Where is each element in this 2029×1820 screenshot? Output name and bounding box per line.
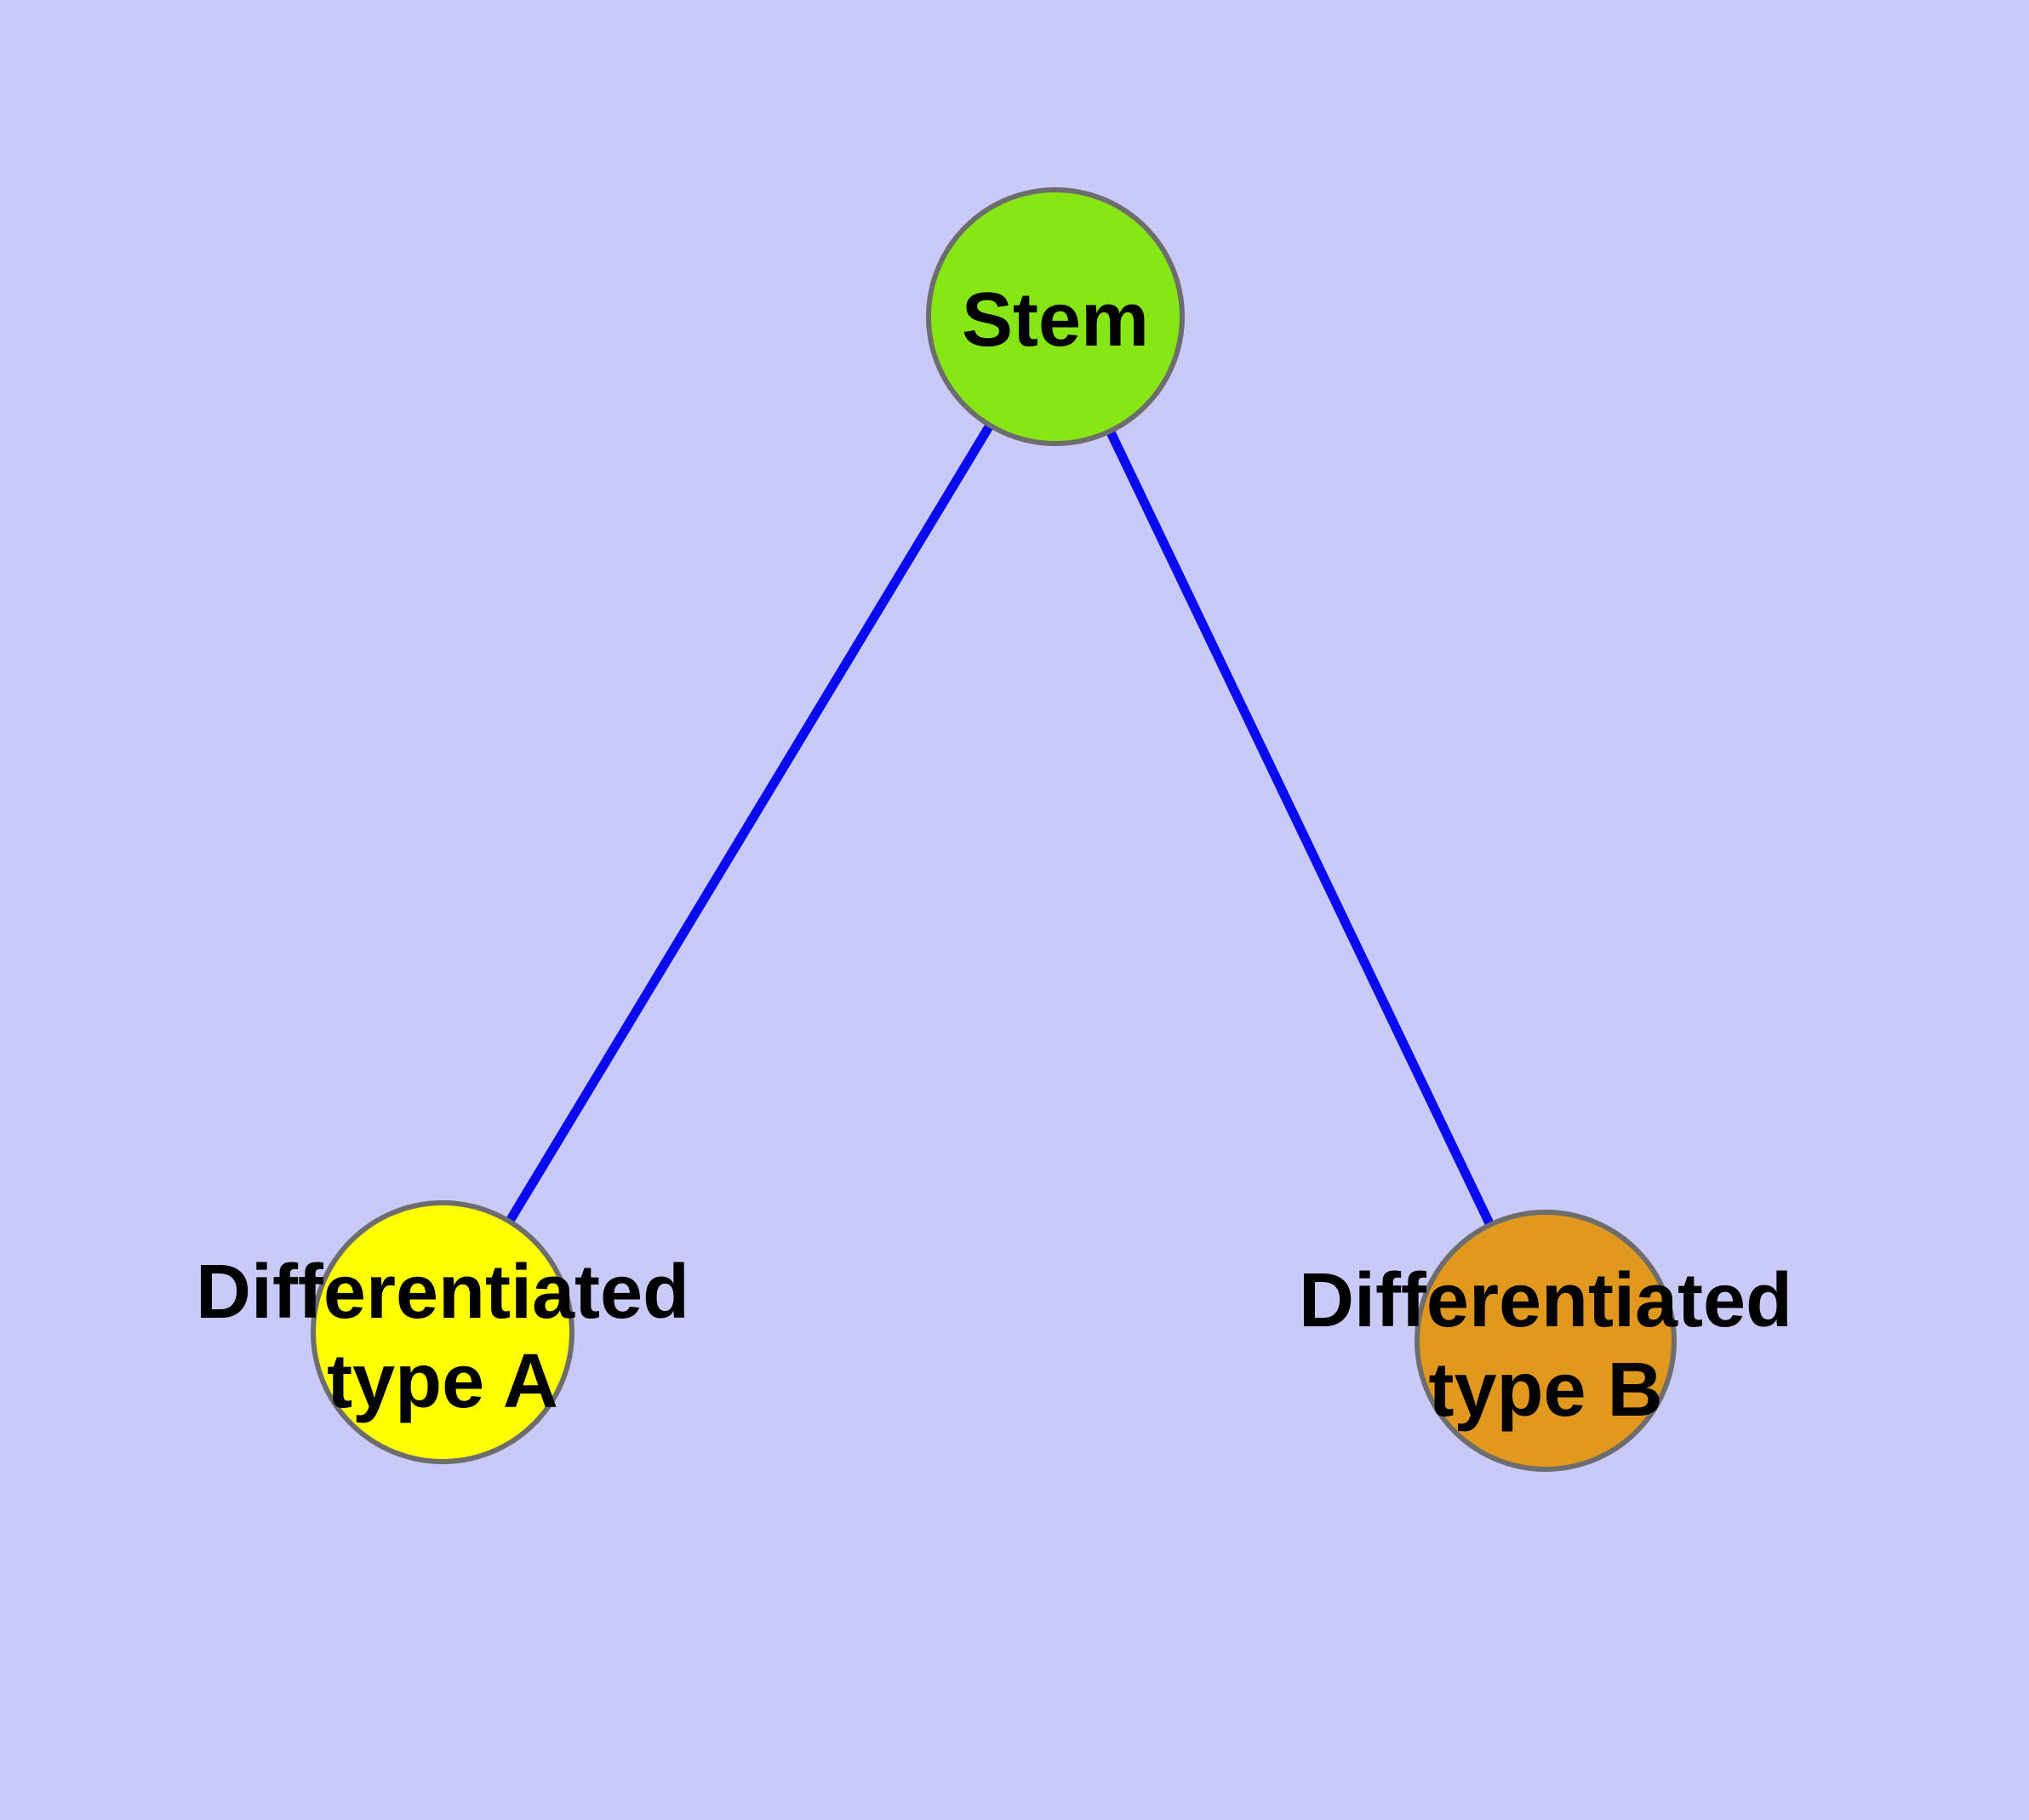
node-type-a-label-line1: Differentiated [196,1250,689,1335]
node-type-b-label-line1: Differentiated [1299,1258,1792,1343]
node-type-b [1415,1210,1677,1472]
node-type-a [311,1200,574,1464]
node-type-a-label-line2: type A [327,1339,558,1424]
node-stem-label: Stem [962,278,1149,363]
node-type-b-label-line2: type B [1428,1348,1662,1433]
edge-stem-to-type-a [438,314,1060,1335]
edge-stem-to-type-b [1051,314,1550,1343]
node-stem [926,187,1185,446]
